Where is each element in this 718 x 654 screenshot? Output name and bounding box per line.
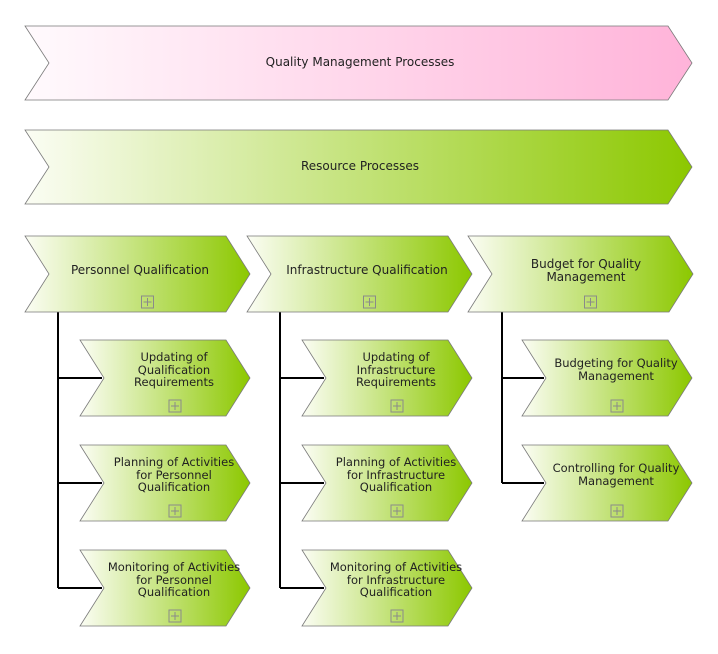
child-process-shape-0-1[interactable]: [79, 444, 251, 522]
child-process-shape-2-0[interactable]: [521, 339, 693, 417]
expand-plus-icon[interactable]: [141, 295, 154, 309]
child-process-shape-0-0[interactable]: [79, 339, 251, 417]
child-process-shape-1-2[interactable]: [301, 549, 473, 627]
child-process-shape-2-1[interactable]: [521, 444, 693, 522]
child-process-shape-1-1[interactable]: [301, 444, 473, 522]
expand-plus-icon[interactable]: [610, 504, 624, 518]
expand-plus-icon[interactable]: [610, 399, 624, 413]
expand-plus-icon[interactable]: [390, 504, 404, 518]
expand-plus-icon[interactable]: [584, 295, 597, 309]
process-shapes: [24, 25, 694, 627]
column-header-shape-0[interactable]: [24, 235, 251, 313]
expand-plus-icon[interactable]: [390, 609, 404, 623]
child-process-shape-1-0[interactable]: [301, 339, 473, 417]
expand-plus-icon[interactable]: [168, 399, 182, 413]
expand-plus-icon[interactable]: [168, 504, 182, 518]
resource-processes-shape[interactable]: [24, 129, 693, 205]
expand-plus-icon[interactable]: [363, 295, 376, 309]
expand-plus-icon[interactable]: [390, 399, 404, 413]
child-process-shape-0-2[interactable]: [79, 549, 251, 627]
quality-management-processes-shape[interactable]: [24, 25, 693, 101]
expand-plus-icon[interactable]: [168, 609, 182, 623]
column-header-shape-2[interactable]: [467, 235, 694, 313]
connector-lines: [57, 312, 544, 589]
column-header-shape-1[interactable]: [246, 235, 473, 313]
